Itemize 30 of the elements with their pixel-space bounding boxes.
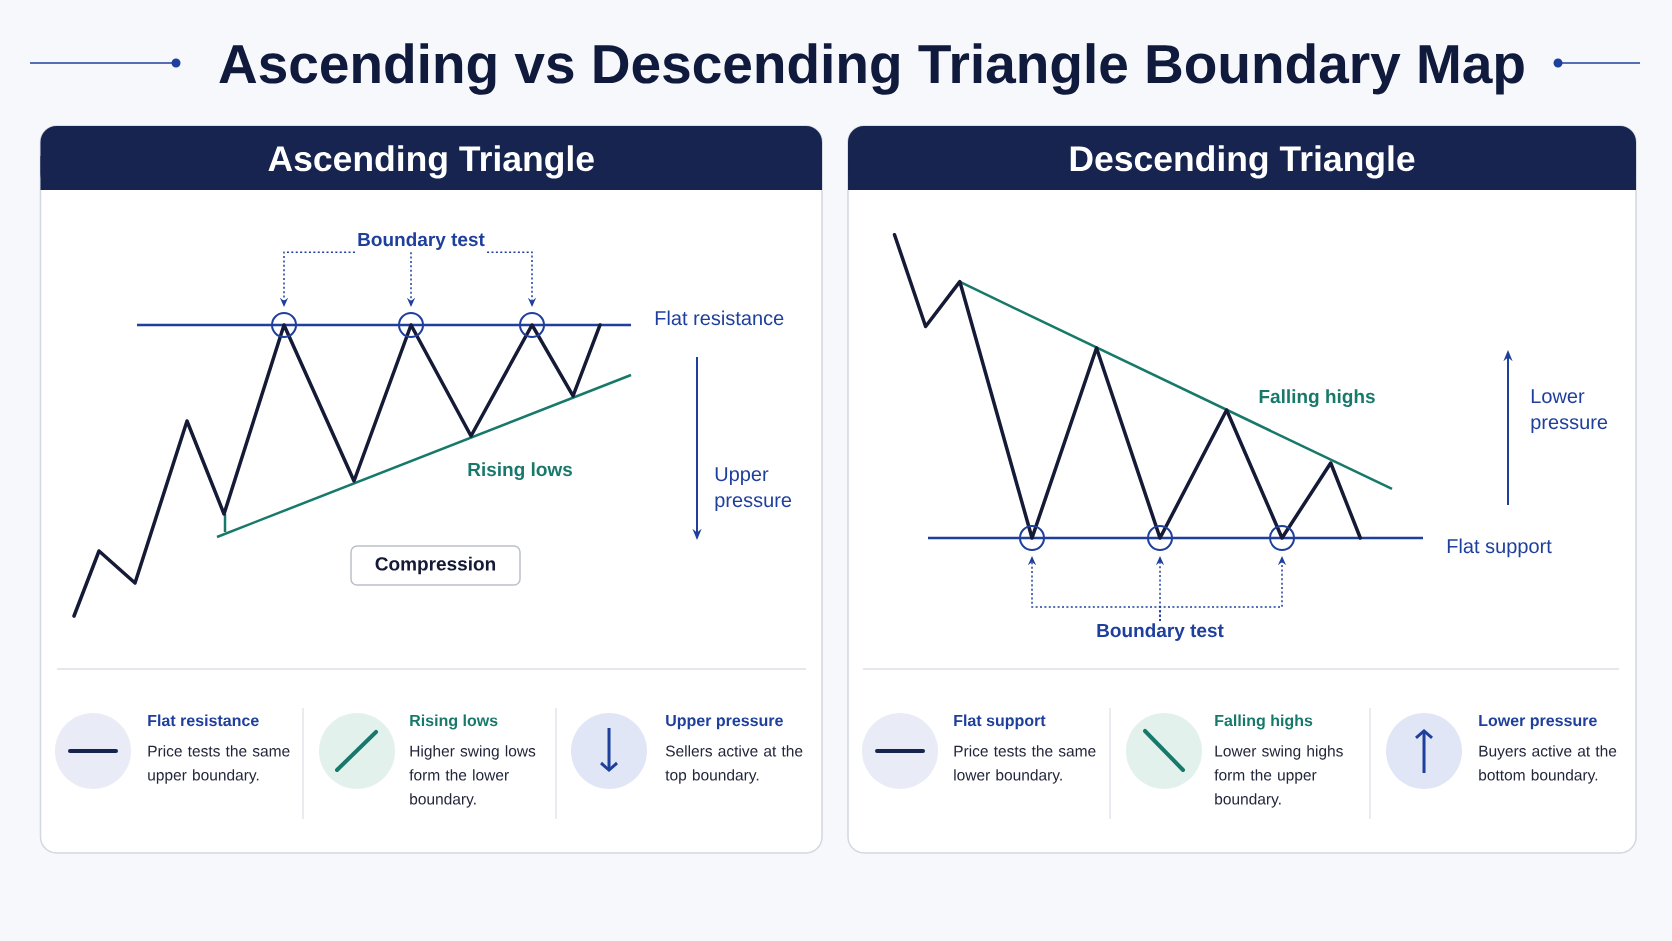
item-description: Sellers active at the top boundary. (665, 745, 803, 784)
item-description: Buyers active at the bottom boundary. (1479, 745, 1617, 784)
item-description: Lower swing highs form the upper boundary. (1214, 745, 1343, 808)
callout-text: Boundary test (358, 232, 485, 250)
line-label: Rising lows (468, 462, 572, 481)
item-heading: Flat resistance (148, 714, 259, 727)
circle-marker (519, 312, 545, 338)
panel-header: Ascending Triangle (40, 126, 822, 190)
panel-header: Descending Triangle (848, 126, 1636, 190)
title: Ascending vs Descending Triangle Boundary Map (219, 43, 1524, 95)
item-description: Price tests the same lower boundary. (954, 745, 1096, 784)
circle-marker (1019, 525, 1045, 551)
circle-marker (1269, 525, 1295, 551)
line-label: Flat support (1447, 538, 1552, 558)
item-heading: Falling highs (1215, 714, 1313, 730)
line-label: Flat resistance (655, 310, 784, 326)
arrow-label: Lower pressure (1531, 389, 1608, 434)
circle-marker (1147, 525, 1173, 551)
item-heading: Lower pressure (1479, 715, 1597, 730)
circle-marker (398, 312, 424, 338)
arrow-label: Upper pressure (715, 467, 792, 512)
item-description: Price tests the same upper boundary. (148, 745, 290, 784)
item-heading: Flat support (954, 714, 1046, 730)
item-heading: Rising lows (410, 714, 498, 730)
item-heading: Upper pressure (666, 715, 783, 730)
item-description: Higher swing lows form the lower boundary. (409, 745, 536, 808)
line-label: Falling highs (1259, 389, 1375, 408)
callout-text: Boundary test (1097, 623, 1224, 641)
label-box: Compression (350, 545, 521, 586)
circle-marker (271, 312, 297, 338)
